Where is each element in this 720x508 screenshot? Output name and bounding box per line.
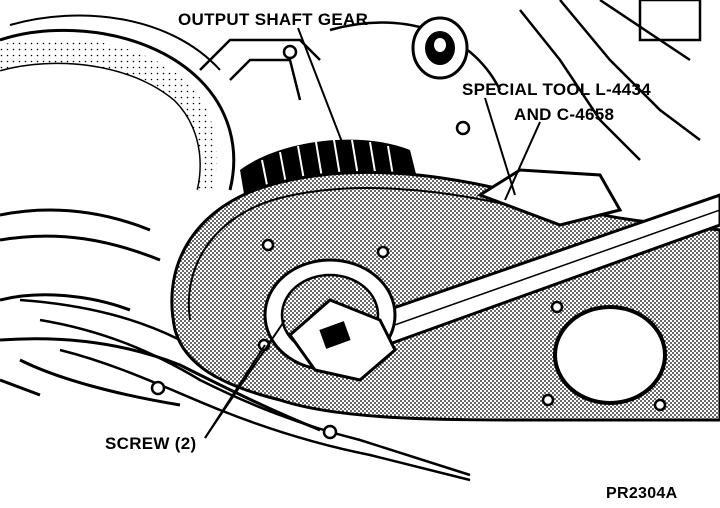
leader-screw-2: [204, 319, 286, 439]
special-tool-label-line1: SPECIAL TOOL L-4434: [462, 80, 651, 99]
flange: [19, 298, 471, 482]
plate-opening: [553, 305, 667, 405]
output-shaft-gear-label: OUTPUT SHAFT GEAR: [178, 10, 369, 29]
housing-wall: [199, 0, 702, 161]
figure-id: PR2304A: [606, 485, 678, 502]
casting-shading: [0, 38, 218, 190]
cap-nut: [411, 16, 469, 80]
leader-lines: [204, 27, 541, 439]
wrench-head: [263, 258, 397, 382]
leader-output-shaft-gear: [297, 27, 343, 143]
special-tool: [327, 168, 720, 362]
screw-label: SCREW (2): [105, 434, 197, 453]
transmission-case-casting: [0, 14, 321, 432]
leader-special-tool: [484, 97, 516, 196]
leader-special-tool-2: [504, 121, 541, 201]
special-tool-label-line2: AND C-4658: [514, 105, 615, 124]
